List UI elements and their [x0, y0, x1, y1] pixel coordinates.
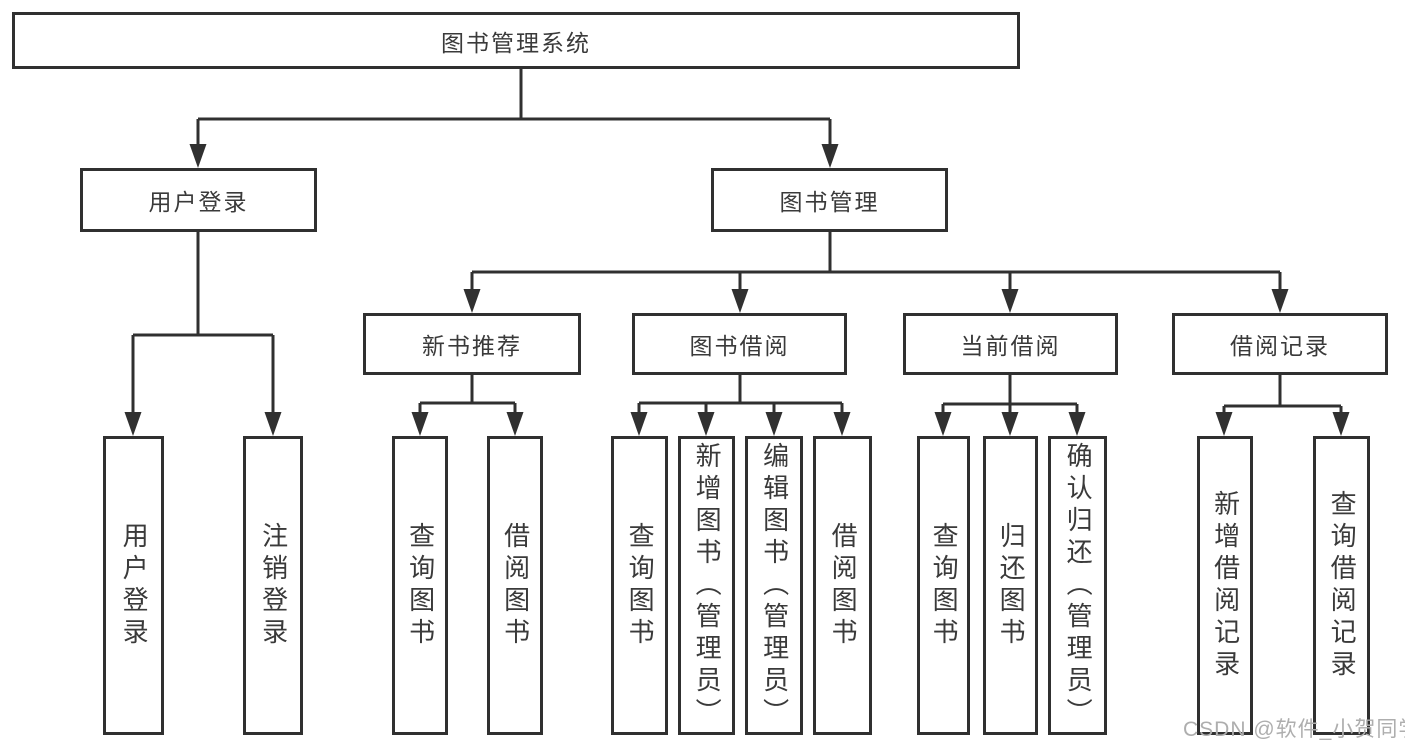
leaf-query-borrow-record: 查询借阅记录	[1313, 436, 1370, 735]
leaf-user-login: 用户登录	[103, 436, 164, 735]
node-library-management-system: 图书管理系统	[12, 12, 1020, 69]
leaf-confirm-return-admin: 确认归还（管理员）	[1048, 436, 1107, 735]
node-label: 图书借阅	[689, 333, 790, 359]
node-label: 借阅记录	[1230, 333, 1330, 359]
node-label: 借阅图书	[828, 521, 859, 650]
node-label: 新书推荐	[422, 333, 522, 359]
node-label: 用户登录	[119, 521, 150, 650]
node-label: 注销登录	[258, 521, 289, 650]
node-book-management-branch: 图书管理	[711, 168, 948, 232]
node-label: 新增借阅记录	[1210, 489, 1241, 682]
leaf-query-books: 查询图书	[611, 436, 668, 735]
node-label: 当前借阅	[960, 333, 1061, 359]
leaf-edit-books-admin: 编辑图书（管理员）	[745, 436, 803, 735]
node-borrowing-records: 借阅记录	[1172, 313, 1388, 375]
node-label: 借阅图书	[500, 521, 531, 650]
leaf-query-books: 查询图书	[917, 436, 970, 735]
leaf-logout: 注销登录	[243, 436, 303, 735]
node-label: 查询图书	[625, 521, 656, 650]
leaf-add-books-admin: 新增图书（管理员）	[678, 436, 735, 735]
node-book-borrowing: 图书借阅	[632, 313, 847, 375]
node-label: 查询图书	[929, 521, 960, 650]
node-new-book-recommendation: 新书推荐	[363, 313, 581, 375]
node-label: 查询图书	[405, 521, 436, 650]
node-user-login-branch: 用户登录	[80, 168, 317, 232]
node-label: 图书管理	[779, 189, 880, 215]
csdn-watermark: CSDN @软件_小贺同学	[1183, 718, 1405, 741]
node-label: 图书管理系统	[441, 29, 591, 56]
leaf-add-borrow-record: 新增借阅记录	[1197, 436, 1253, 735]
arrowheads	[124, 144, 1350, 436]
node-label: 新增图书（管理员）	[692, 441, 723, 730]
node-label: 确认归还（管理员）	[1063, 441, 1094, 730]
leaf-query-books: 查询图书	[392, 436, 448, 735]
node-label: 归还图书	[996, 521, 1027, 650]
node-current-borrowing: 当前借阅	[903, 313, 1118, 375]
leaf-borrow-books: 借阅图书	[813, 436, 872, 735]
node-label: 编辑图书（管理员）	[759, 441, 790, 730]
leaf-borrow-books: 借阅图书	[487, 436, 543, 735]
leaf-return-books: 归还图书	[983, 436, 1038, 735]
node-label: 用户登录	[148, 189, 249, 215]
node-label: 查询借阅记录	[1327, 489, 1358, 682]
